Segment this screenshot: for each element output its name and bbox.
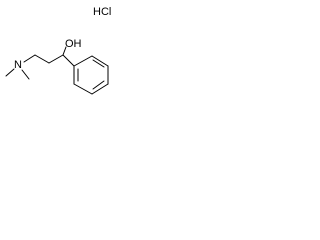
methyl-bond-down (21, 69, 30, 80)
c-oh-bond (62, 46, 67, 56)
chemical-structure: HCl OH N (5, 6, 111, 95)
ring-bond-2 (91, 55, 109, 67)
ring-double-bond-1 (92, 59, 105, 68)
methyl-bond-left (5, 68, 15, 77)
ring-bond-4 (91, 83, 109, 95)
n-to-ch2-bond (23, 54, 36, 63)
hcl-label: HCl (93, 6, 111, 18)
c-phenyl-bond (62, 54, 75, 67)
nitrogen-label: N (14, 59, 22, 71)
ring-double-bond-2 (92, 80, 105, 90)
ch2-ch-bond (48, 54, 64, 64)
hydroxyl-label: OH (65, 38, 82, 50)
ring-bond-5 (73, 83, 93, 95)
ring-bond-1 (73, 55, 93, 67)
ch2-ch2-bond (34, 54, 50, 64)
